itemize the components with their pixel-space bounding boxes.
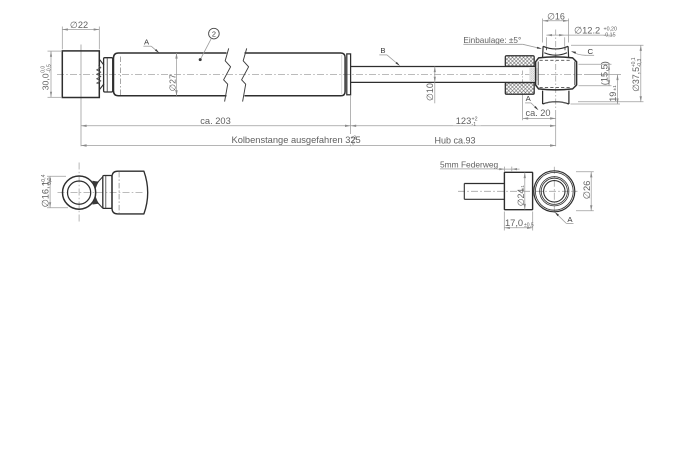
svg-text:A: A xyxy=(567,215,573,224)
svg-text:+2: +2 xyxy=(472,117,478,123)
svg-text:19: 19 xyxy=(608,92,618,102)
svg-text:2: 2 xyxy=(212,30,216,39)
svg-text:5mm Federweg: 5mm Federweg xyxy=(440,159,499,169)
svg-text:-0,15: -0,15 xyxy=(604,32,616,38)
svg-text:0,0: 0,0 xyxy=(47,177,53,184)
svg-text:∅27: ∅27 xyxy=(167,74,177,91)
svg-text:+3: +3 xyxy=(351,136,357,142)
svg-text:ca. 203: ca. 203 xyxy=(200,116,231,126)
svg-text:∅22: ∅22 xyxy=(70,20,88,30)
svg-text:∅10: ∅10 xyxy=(425,83,435,101)
svg-text:∅24: ∅24 xyxy=(516,189,526,207)
svg-text:17,0: 17,0 xyxy=(505,218,523,228)
svg-text:±0,5: ±0,5 xyxy=(524,222,534,228)
svg-text:Kolbenstange ausgefahren 325: Kolbenstange ausgefahren 325 xyxy=(232,135,361,145)
svg-text:C: C xyxy=(588,47,594,56)
svg-text:+0,4: +0,4 xyxy=(41,174,47,185)
svg-text:(15,5): (15,5) xyxy=(600,61,610,85)
svg-text:123: 123 xyxy=(456,116,472,126)
svg-text:0: 0 xyxy=(352,140,355,146)
svg-text:Einbaulage: ±5°: Einbaulage: ±5° xyxy=(463,36,521,45)
svg-text:B: B xyxy=(380,46,385,55)
svg-text:A: A xyxy=(526,94,532,103)
svg-text:-1: -1 xyxy=(472,122,477,128)
svg-text:+0,20: +0,20 xyxy=(604,27,617,33)
svg-text:ca. 20: ca. 20 xyxy=(525,108,550,118)
svg-text:Hub ca.93: Hub ca.93 xyxy=(435,135,476,145)
svg-text:±1: ±1 xyxy=(612,85,617,91)
svg-text:-0,3: -0,3 xyxy=(637,58,643,67)
svg-text:∅26: ∅26 xyxy=(581,181,592,200)
svg-text:∅16,1: ∅16,1 xyxy=(41,181,51,207)
svg-text:∅16: ∅16 xyxy=(547,12,565,22)
svg-text:∅37,5: ∅37,5 xyxy=(631,67,641,92)
svg-text:0,0: 0,0 xyxy=(41,66,47,73)
svg-text:+0,1: +0,1 xyxy=(631,57,637,67)
svg-text:-0,5: -0,5 xyxy=(46,64,52,73)
svg-text:A: A xyxy=(144,37,150,46)
svg-text:±1: ±1 xyxy=(520,185,526,191)
svg-text:30,0: 30,0 xyxy=(41,73,51,90)
svg-text:∅12.2: ∅12.2 xyxy=(574,26,600,36)
